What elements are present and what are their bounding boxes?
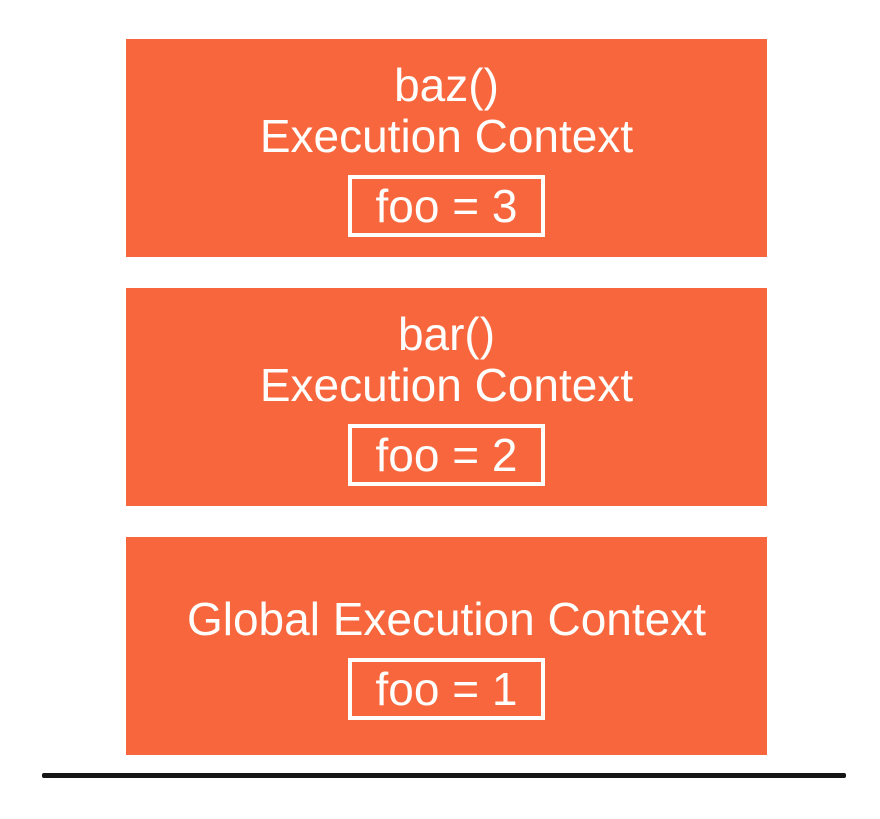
context-label: Global Execution Context bbox=[186, 593, 707, 645]
stack-base-line bbox=[42, 773, 846, 778]
variable-value: foo = 2 bbox=[375, 428, 518, 481]
variable-value: foo = 3 bbox=[375, 179, 518, 232]
execution-context-frame-baz: baz() Execution Context foo = 3 bbox=[126, 39, 767, 257]
function-name: bar() bbox=[397, 307, 496, 360]
context-label: Execution Context bbox=[259, 358, 634, 411]
context-label: Execution Context bbox=[259, 109, 634, 162]
execution-context-frame-bar: bar() Execution Context foo = 2 bbox=[126, 288, 767, 506]
function-name: baz() bbox=[394, 58, 499, 111]
variable-box: foo = 2 bbox=[347, 423, 546, 486]
variable-value: foo = 1 bbox=[375, 663, 518, 715]
variable-box: foo = 1 bbox=[347, 658, 546, 720]
variable-box: foo = 3 bbox=[347, 174, 546, 237]
execution-context-frame-global: Global Execution Context foo = 1 bbox=[126, 537, 767, 755]
